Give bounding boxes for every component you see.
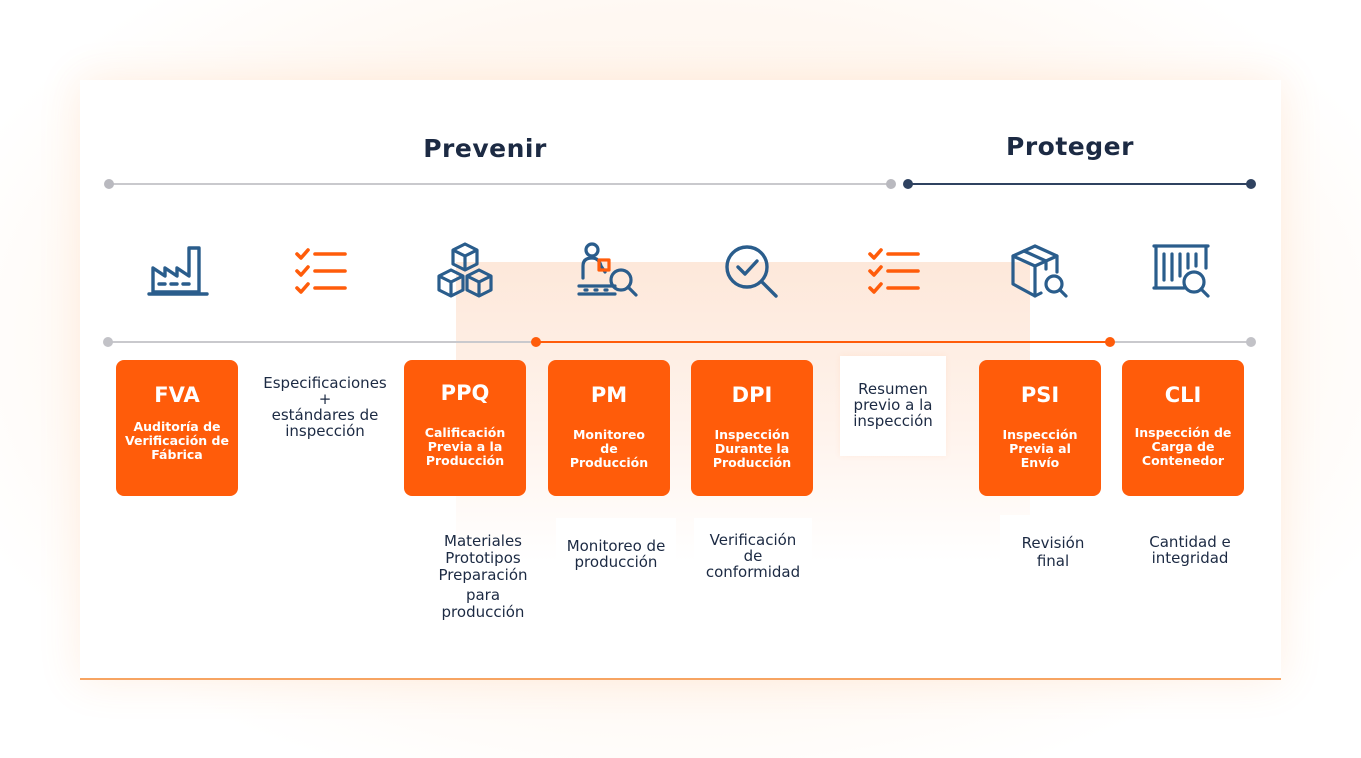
step-pm: PM Monitoreo de Producción [548, 360, 670, 496]
step-code: PSI [1020, 383, 1060, 407]
box-search-icon [1005, 238, 1071, 304]
text-line: estándares de [271, 406, 379, 424]
step-ppq: PPQ Calificación Previa a la Producción [404, 360, 526, 496]
step-dpi: DPI Inspección Durante la Producción [691, 360, 813, 496]
text-line: de [743, 547, 763, 565]
step-specifications: Especificaciones + estándares de inspecc… [245, 375, 405, 439]
text-line: Especificaciones [263, 374, 387, 392]
checklist-icon [289, 238, 355, 304]
process-timeline-end-dot [1246, 337, 1256, 347]
text-line: conformidad [705, 563, 801, 581]
container-search-icon [1148, 238, 1214, 304]
step-summary: Resumen previo a la inspección [840, 356, 946, 456]
text-line: final [1036, 552, 1070, 570]
text-line: Resumen [858, 380, 928, 398]
text-line: Preparación [438, 566, 528, 584]
step-description: Calificación Previa a la Producción [424, 425, 506, 468]
step-code: PM [590, 383, 628, 407]
detail-pm: Monitoreo de producción [556, 518, 676, 586]
text-line: para [465, 586, 501, 604]
step-description: Auditoría de Verificación de Fábrica [125, 419, 229, 462]
text-line: Prototipos [445, 549, 521, 567]
checklist-icon [862, 238, 928, 304]
text-line: Cantidad e [1149, 533, 1231, 551]
step-code: DPI [731, 383, 773, 407]
prevent-timeline-start-dot [104, 179, 114, 189]
text-line: Materiales [444, 532, 522, 550]
text-line: inspección [285, 422, 365, 440]
detail-ppq: Materiales Prototipos Preparación para p… [413, 533, 553, 621]
step-psi: PSI Inspección Previa al Envío [979, 360, 1101, 496]
text-line: inspección [853, 412, 933, 430]
step-description: Inspección de Carga de Contenedor [1134, 425, 1232, 468]
highlight-end-dot [1105, 337, 1115, 347]
check-magnifier-icon [718, 238, 784, 304]
prevent-timeline-end-dot [886, 179, 896, 189]
phase-title-prevenir: Prevenir [423, 134, 547, 163]
text-line: producción [441, 603, 525, 621]
text-line: + [318, 390, 332, 408]
step-fva: FVA Auditoría de Verificación de Fábrica [116, 360, 238, 496]
text-line: previo a la [853, 396, 933, 414]
text-line: Revisión [1021, 534, 1085, 552]
text-line: integridad [1151, 549, 1229, 567]
step-description: Monitoreo de Producción [569, 427, 649, 470]
text-line: producción [574, 553, 658, 571]
step-code: PPQ [440, 381, 490, 405]
worker-magnifier-icon [575, 238, 641, 304]
protect-timeline-end-dot [1246, 179, 1256, 189]
detail-psi: Revisión final [1000, 515, 1106, 585]
step-code: FVA [154, 383, 200, 407]
protect-timeline-start-dot [903, 179, 913, 189]
text-line: Verificación [709, 531, 797, 549]
text-line: Monitoreo de [566, 537, 666, 555]
phase-title-proteger: Proteger [1006, 132, 1134, 161]
step-description: Inspección Durante la Producción [712, 427, 792, 470]
boxes-icon [432, 238, 498, 304]
detail-dpi: Verificación de conformidad [694, 518, 812, 586]
step-code: CLI [1164, 383, 1202, 407]
process-timeline-right [1110, 341, 1251, 343]
process-timeline-left [108, 341, 536, 343]
step-description: Inspección Previa al Envío [1002, 427, 1078, 470]
prevent-timeline [108, 183, 890, 185]
process-timeline-highlight [536, 341, 1110, 343]
process-timeline-start-dot [103, 337, 113, 347]
highlight-start-dot [531, 337, 541, 347]
factory-icon [145, 238, 211, 304]
protect-timeline [907, 183, 1251, 185]
step-cli: CLI Inspección de Carga de Contenedor [1122, 360, 1244, 496]
detail-cli: Cantidad e integridad [1120, 534, 1260, 566]
